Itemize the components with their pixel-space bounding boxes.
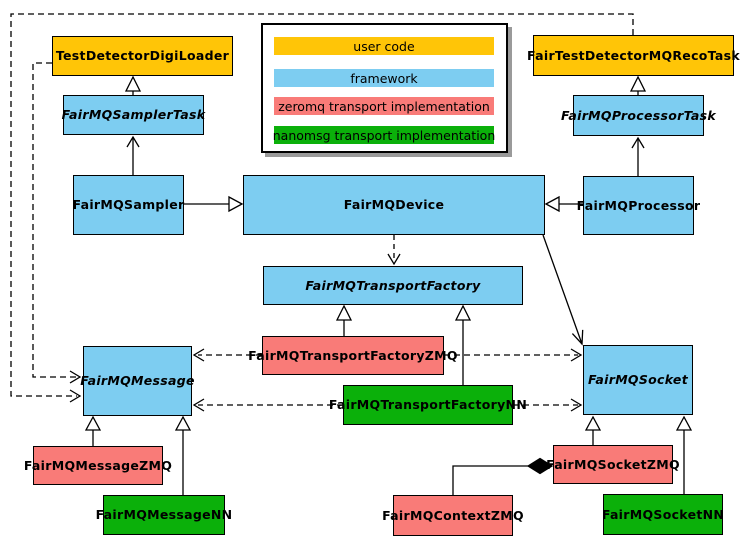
- edge-processortask-recotask: [629, 75, 647, 95]
- class-fairmqmessage: FairMQMessage: [80, 346, 195, 416]
- legend-item-user-code: user code: [274, 37, 494, 55]
- edge-factorynn-message-dashed: [192, 398, 343, 412]
- edge-sampler-samplertask: [126, 135, 140, 175]
- edge-factorynn-socket-dashed: [513, 398, 583, 412]
- class-fairmqtransportfactoryzmq: FairMQTransportFactoryZMQ: [248, 336, 458, 375]
- edge-sampler-device: [184, 195, 244, 213]
- class-fairmqcontextzmq: FairMQContextZMQ: [382, 495, 524, 536]
- class-testdetectordigiloader: TestDetectorDigiLoader: [52, 36, 233, 76]
- class-fairtestdetectormqrecotask: FairTestDetectorMQRecoTask: [527, 35, 740, 76]
- legend-box: user code framework zeromq transport imp…: [261, 23, 508, 153]
- legend-item-framework: framework: [274, 69, 494, 87]
- class-fairmqtransportfactory: FairMQTransportFactory: [263, 266, 523, 305]
- class-fairmqtransportfactorynn: FairMQTransportFactoryNN: [329, 385, 527, 425]
- class-fairmqsocket: FairMQSocket: [583, 345, 693, 415]
- legend-item-nanomsg: nanomsg transport implementation: [272, 126, 496, 144]
- edge-recotask-message-dashed: [10, 13, 634, 403]
- class-fairmqsamplertask: FairMQSamplerTask: [62, 95, 205, 135]
- edge-factoryzmq-factory: [335, 304, 353, 336]
- edge-processor-device: [544, 195, 583, 213]
- class-fairmqprocessor: FairMQProcessor: [577, 176, 700, 235]
- edge-factoryzmq-message-dashed: [192, 348, 262, 362]
- class-fairmqmessagezmq: FairMQMessageZMQ: [24, 446, 172, 485]
- legend-item-zeromq: zeromq transport implementation: [274, 97, 494, 115]
- edge-digiloader-message-dashed: [32, 62, 82, 384]
- class-fairmqmessagenn: FairMQMessageNN: [96, 495, 232, 535]
- edge-messagezmq-message: [84, 415, 102, 446]
- edge-messagenn-message: [174, 415, 192, 495]
- class-fairmqsampler: FairMQSampler: [73, 175, 184, 235]
- edge-samplertask-digiloader: [124, 75, 142, 95]
- edge-device-socket: [542, 234, 584, 346]
- class-fairmqdevice: FairMQDevice: [243, 175, 545, 235]
- class-fairmqsocketnn: FairMQSocketNN: [602, 494, 724, 535]
- edge-factoryzmq-socket-dashed: [444, 348, 583, 362]
- class-fairmqprocessortask: FairMQProcessorTask: [561, 95, 716, 136]
- class-fairmqsocketzmq: FairMQSocketZMQ: [546, 445, 680, 484]
- edge-socketnn-socket: [675, 415, 693, 494]
- edge-processor-processortask: [631, 136, 645, 176]
- edge-factorynn-factory: [454, 304, 472, 385]
- edge-device-transportfactory-dashed: [387, 235, 401, 266]
- edge-socketzmq-socket: [584, 415, 602, 445]
- edge-contextzmq-socketzmq-composition: [452, 457, 554, 495]
